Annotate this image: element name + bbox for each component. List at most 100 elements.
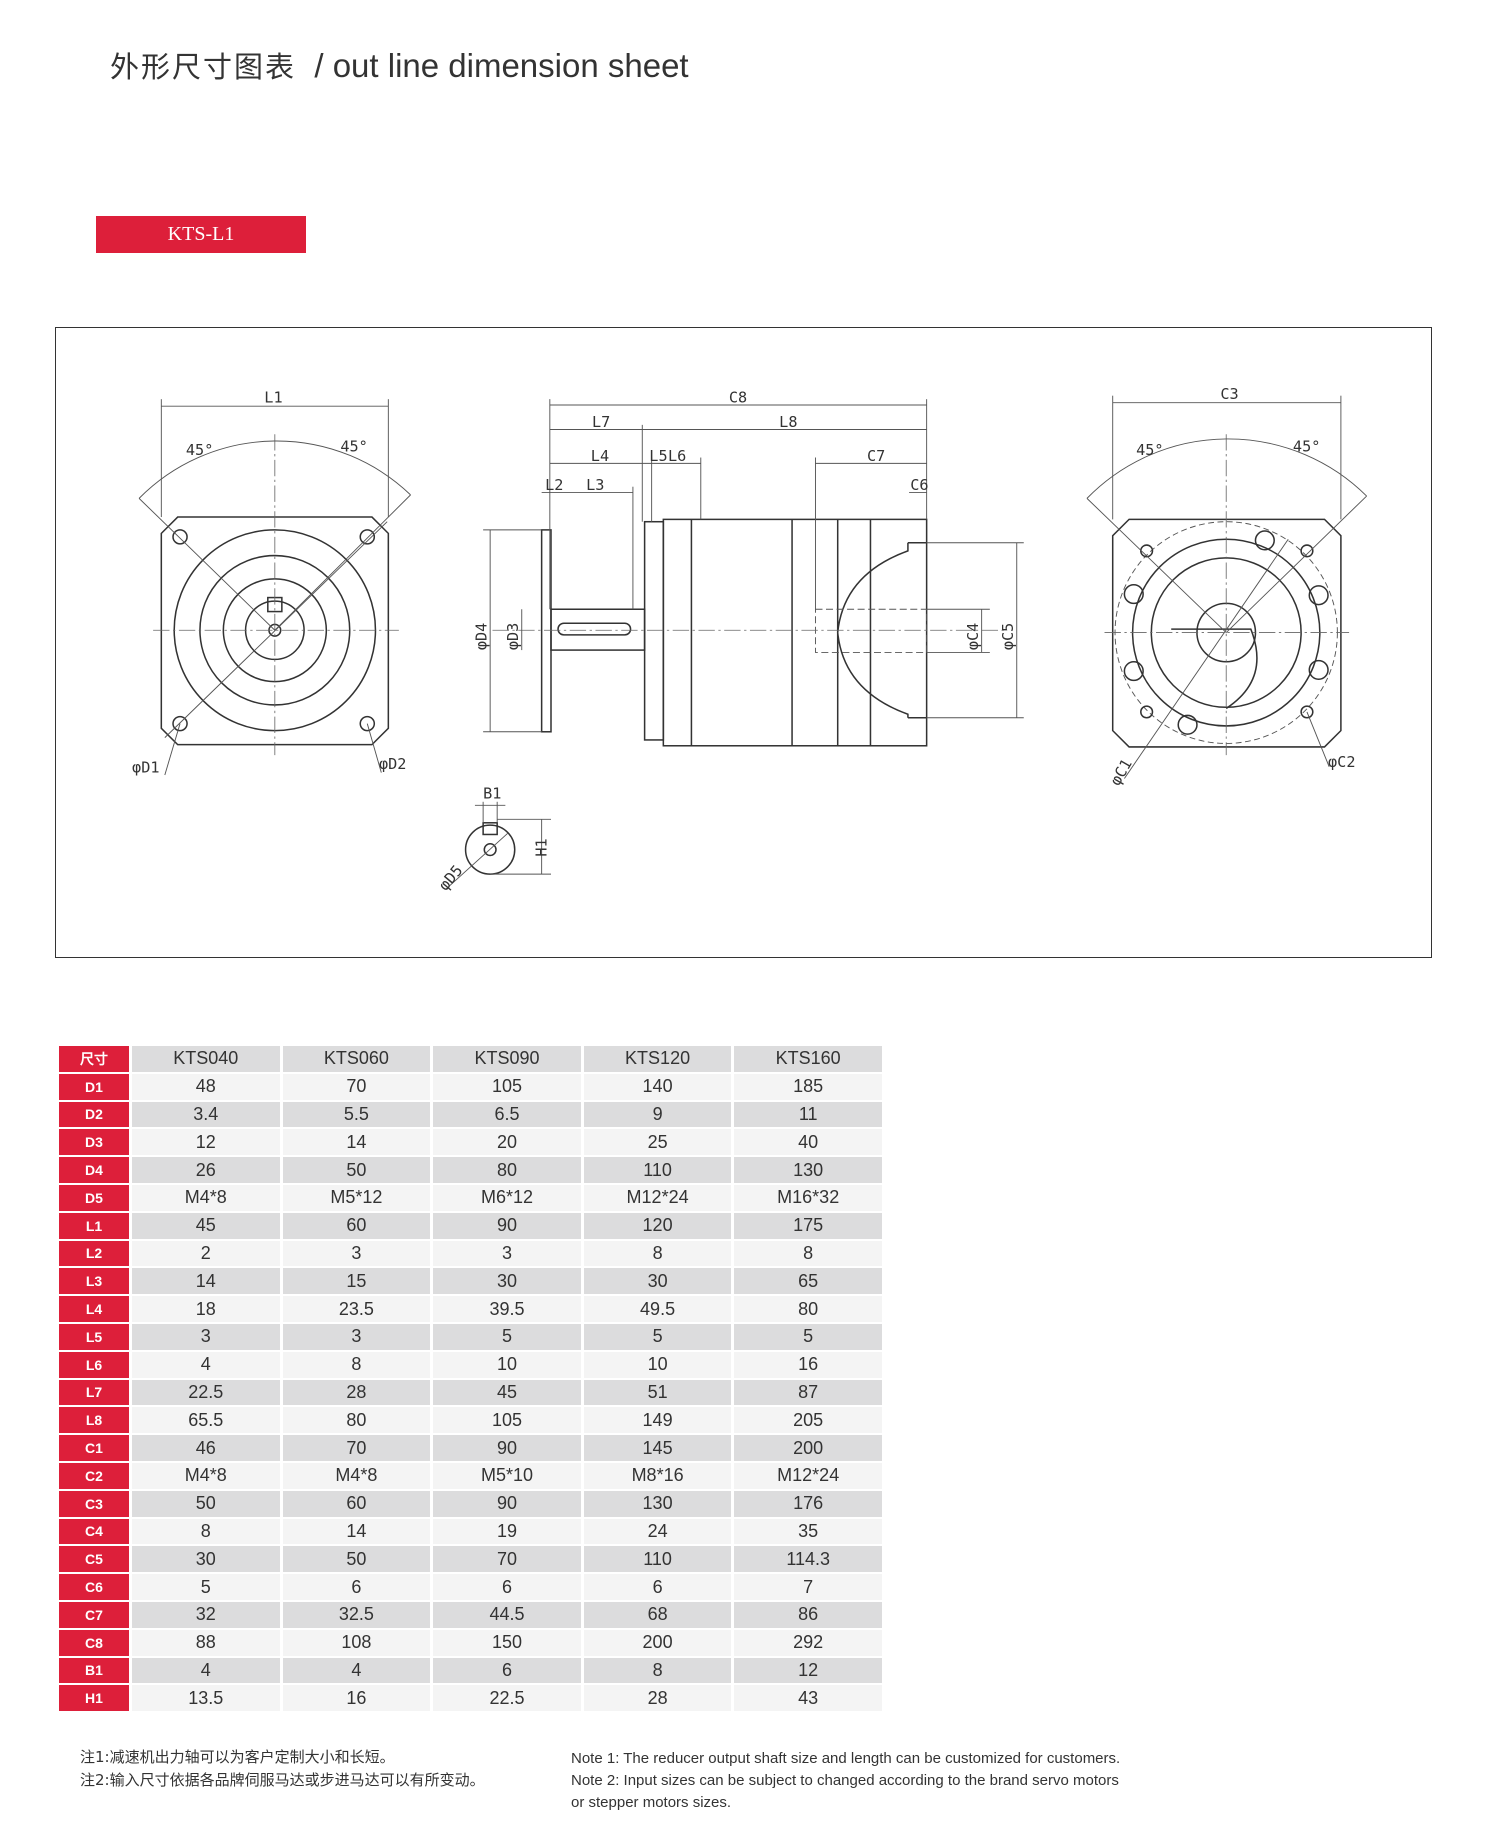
table-cell: 10 [583, 1351, 732, 1378]
dimension-drawing: L1 45° 45° φD1 φD2 C8 L7 L8 L4 L5 L6 L2 … [55, 327, 1432, 958]
table-cell: 45 [132, 1212, 280, 1239]
input-flange-view: C3 45° 45° φC1 φC2 [1086, 385, 1367, 789]
table-cell: 4 [132, 1657, 280, 1684]
table-cell: 108 [282, 1629, 431, 1656]
note-en-1: Note 1: The reducer output shaft size an… [571, 1750, 1121, 1767]
row-label: H1 [59, 1685, 129, 1712]
label-angle: 45° [186, 441, 213, 459]
table-cell: 5.5 [282, 1101, 431, 1128]
label-d1: φD1 [132, 759, 159, 777]
table-cell: 50 [282, 1546, 431, 1573]
table-cell: 6 [433, 1657, 581, 1684]
output-flange-view: L1 45° 45° φD1 φD2 [132, 389, 411, 777]
table-cell: 24 [583, 1518, 732, 1545]
row-label: D2 [59, 1101, 129, 1128]
table-cell: 30 [433, 1268, 581, 1295]
table-cell: M4*8 [132, 1462, 280, 1489]
title-en: out line dimension sheet [332, 47, 689, 84]
table-cell: 6.5 [433, 1101, 581, 1128]
row-label: D5 [59, 1184, 129, 1211]
table-cell: 68 [583, 1601, 732, 1628]
table-cell: 30 [583, 1268, 732, 1295]
table-cell: 105 [433, 1073, 581, 1100]
table-cell: 140 [583, 1073, 732, 1100]
table-cell: 48 [132, 1073, 280, 1100]
row-label: C3 [59, 1490, 129, 1517]
table-cell: 16 [734, 1351, 882, 1378]
table-cell: 90 [433, 1490, 581, 1517]
label-l6: L6 [668, 447, 686, 465]
table-cell: 5 [132, 1574, 280, 1600]
table-cell: 9 [583, 1101, 732, 1128]
table-cell: 8 [583, 1240, 732, 1267]
label-d2: φD2 [379, 755, 406, 773]
table-cell: 4 [282, 1657, 431, 1684]
table-cell: 22.5 [433, 1685, 581, 1712]
table-cell: 130 [583, 1490, 732, 1517]
table-cell: 200 [734, 1435, 882, 1461]
label-l2: L2 [545, 476, 563, 494]
table-cell: 70 [282, 1073, 431, 1100]
table-cell: M12*24 [583, 1184, 732, 1211]
table-cell: 50 [132, 1490, 280, 1517]
table-cell: 19 [433, 1518, 581, 1545]
label-c7: C7 [867, 447, 885, 465]
row-label: C5 [59, 1546, 129, 1573]
model-header: KTS060 [282, 1046, 431, 1072]
table-cell: 114.3 [734, 1546, 882, 1573]
table-cell: 12 [132, 1129, 280, 1156]
row-label: L1 [59, 1212, 129, 1239]
table-cell: 39.5 [433, 1296, 581, 1322]
table-cell: M5*10 [433, 1462, 581, 1489]
table-cell: 14 [282, 1518, 431, 1545]
table-cell: 88 [132, 1629, 280, 1656]
label-l4: L4 [591, 447, 609, 465]
table-cell: M16*32 [734, 1184, 882, 1211]
row-label: L2 [59, 1240, 129, 1267]
table-cell: 176 [734, 1490, 882, 1517]
row-label: C4 [59, 1518, 129, 1545]
row-label: C2 [59, 1462, 129, 1489]
label-c1: φC1 [1106, 756, 1135, 789]
table-cell: 13.5 [132, 1685, 280, 1712]
corner-header: 尺寸 [59, 1046, 129, 1072]
table-cell: M12*24 [734, 1462, 882, 1489]
label-l3: L3 [586, 476, 604, 494]
row-label: C7 [59, 1601, 129, 1628]
table-cell: 23.5 [282, 1296, 431, 1322]
table-cell: 26 [132, 1157, 280, 1183]
table-cell: 8 [132, 1518, 280, 1545]
table-cell: 14 [132, 1268, 280, 1295]
label-angle: 45° [340, 438, 367, 456]
table-cell: 3 [433, 1240, 581, 1267]
label-d5: φD5 [435, 862, 466, 895]
table-cell: M8*16 [583, 1462, 732, 1489]
model-header: KTS090 [433, 1046, 581, 1072]
table-cell: 6 [583, 1574, 732, 1600]
note-en-2-cont: or stepper motors sizes. [571, 1794, 732, 1811]
table-cell: 46 [132, 1435, 280, 1461]
label-c5: φC5 [999, 623, 1017, 650]
table-cell: 45 [433, 1379, 581, 1406]
label-c3: C3 [1220, 385, 1238, 403]
table-cell: 35 [734, 1518, 882, 1545]
table-cell: 28 [583, 1685, 732, 1712]
row-label: C1 [59, 1435, 129, 1461]
table-cell: 86 [734, 1601, 882, 1628]
row-label: B1 [59, 1657, 129, 1684]
table-cell: 10 [433, 1351, 581, 1378]
table-cell: 4 [132, 1351, 280, 1378]
table-cell: 3.4 [132, 1101, 280, 1128]
notes-cn: 注1:减速机出力轴可以为客户定制大小和长短。 注2:输入尺寸依据各品牌伺服马达或… [80, 1746, 485, 1792]
